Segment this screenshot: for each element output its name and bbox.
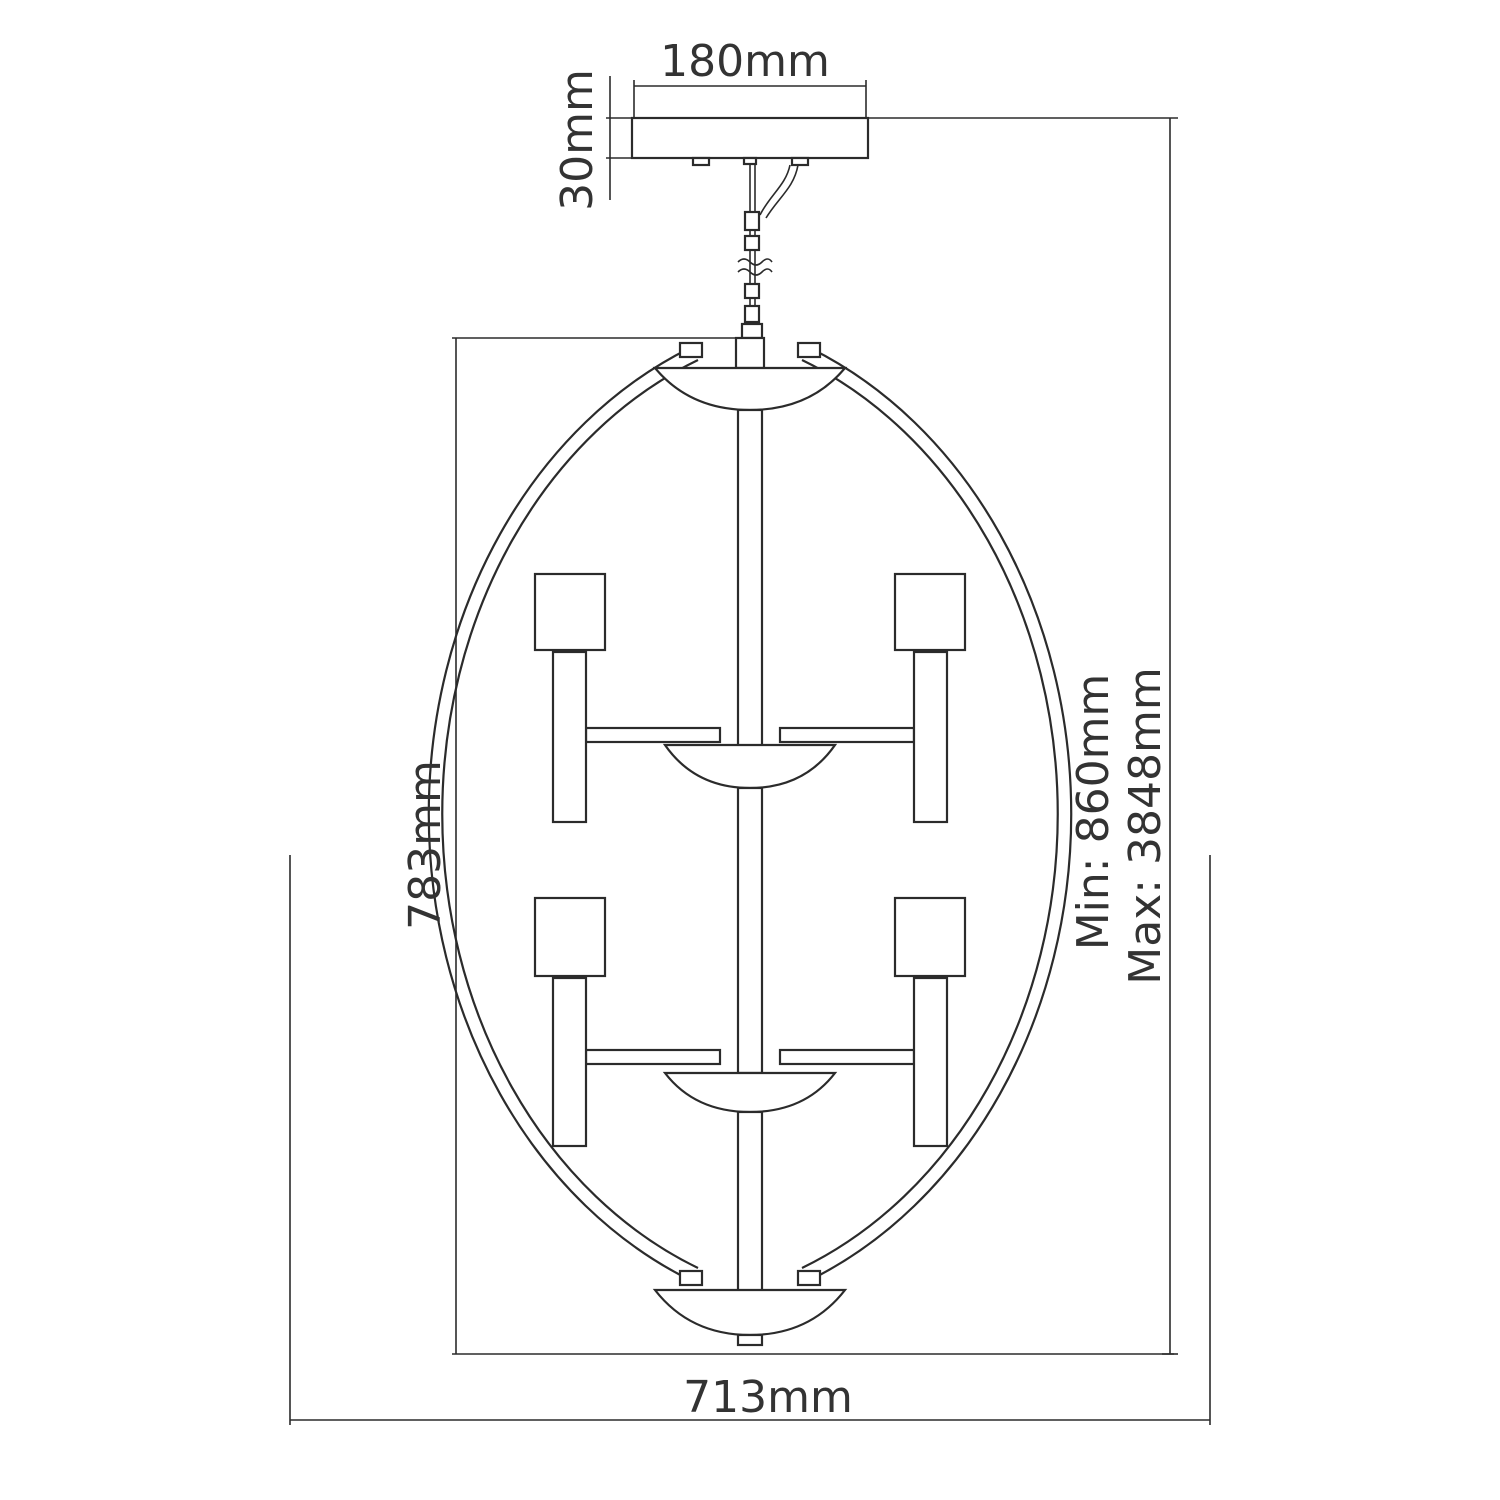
drop-max-label: Max: 3848mm bbox=[1120, 667, 1171, 984]
upper-left-arm bbox=[533, 572, 722, 824]
dimension-canopy-width: 180mm bbox=[633, 36, 867, 118]
body-width-label: 713mm bbox=[683, 1372, 853, 1423]
canopy-width-label: 180mm bbox=[660, 36, 830, 87]
drop-min-label: Min: 860mm bbox=[1068, 674, 1119, 951]
lower-left-arm bbox=[533, 896, 722, 1148]
body-height-label: 783mm bbox=[400, 760, 451, 930]
dimension-canopy-height: 30mm bbox=[552, 69, 632, 211]
central-stem bbox=[652, 336, 848, 1347]
dimension-overall-drop: Min: 860mm Max: 3848mm bbox=[868, 117, 1178, 1355]
suspension-chain bbox=[737, 164, 799, 340]
outer-ring bbox=[427, 341, 1073, 1287]
dimension-body-height: 783mm bbox=[400, 337, 1174, 1355]
canopy-height-label: 30mm bbox=[552, 69, 603, 211]
dimension-body-width: 713mm bbox=[289, 855, 1211, 1425]
lower-right-arm bbox=[778, 896, 967, 1148]
ceiling-canopy bbox=[630, 116, 870, 167]
upper-right-arm bbox=[778, 572, 967, 824]
